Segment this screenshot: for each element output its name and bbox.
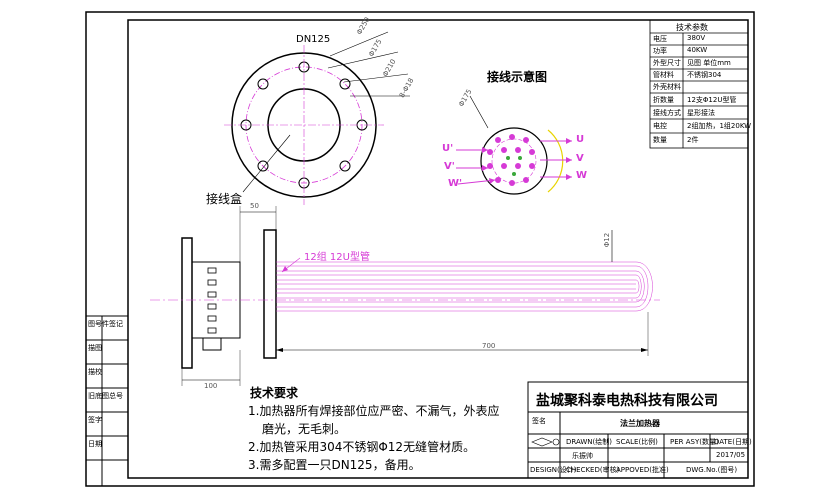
- tech-param-key: 数量: [653, 136, 667, 144]
- tech-param-value: 星形接法: [687, 109, 715, 117]
- tech-param-value: 40KW: [687, 46, 708, 54]
- bolt-hole: [339, 160, 351, 172]
- tech-param-key: 外型尺寸: [653, 59, 681, 67]
- qty-label: PER ASY(数量): [670, 438, 719, 446]
- tech-param-key: 功率: [653, 47, 667, 55]
- bolt-hole: [257, 78, 269, 90]
- company-name: 盐城聚科泰电热科技有限公司: [536, 393, 718, 409]
- label-u: U: [576, 134, 585, 145]
- flange-front-view: [224, 31, 410, 205]
- dwg-label: DWG.No.(图号): [686, 466, 738, 474]
- label-u-prime: U': [442, 143, 454, 154]
- tech-param-value: 380V: [687, 34, 706, 42]
- tech-param-key: 外壳材料: [653, 83, 681, 91]
- left-strip-label: 描图: [88, 344, 102, 352]
- tech-param-value: 见图 单位mm: [687, 59, 731, 67]
- wiring-diagram: [456, 95, 572, 195]
- tech-param-key: 折数量: [653, 96, 674, 104]
- dim-phi12: Φ12: [603, 232, 612, 248]
- dim-700: 700: [482, 342, 496, 350]
- flange-title: DN125: [296, 34, 331, 45]
- label-w: W: [576, 170, 588, 181]
- tech-param-value: 12支Φ12U型管: [687, 96, 737, 104]
- tech-param-key: 管材料: [653, 71, 674, 79]
- requirement-line-1: 1.加热器所有焊接部位应严密、不漏气，外表应: [248, 404, 500, 418]
- left-strip: [86, 315, 128, 486]
- date-value: 2017/05: [716, 451, 746, 459]
- tech-params-header: 技术参数: [676, 23, 708, 32]
- outer-frame: [85, 11, 755, 487]
- terminal-dots: [487, 134, 535, 186]
- inner-frame: [127, 19, 749, 479]
- bolt-hole: [339, 78, 351, 90]
- tech-param-value: 2件: [687, 136, 699, 144]
- sign-label: 签名: [532, 417, 546, 425]
- main-flange-plate: [263, 229, 277, 359]
- drawn-label: DRAWN(绘制): [566, 438, 612, 446]
- approved-label: APPOVED(批准): [616, 466, 669, 474]
- tech-params-table: [649, 19, 749, 149]
- dim-50: 50: [250, 202, 259, 210]
- title-block: [527, 381, 749, 479]
- heating-tubes: [276, 261, 653, 312]
- date-label: DATE(日期): [714, 438, 752, 446]
- requirement-line-4: 3.需多配置一只DN125，备用。: [248, 458, 421, 472]
- side-view: [150, 206, 660, 386]
- product-name: 法兰加热器: [620, 419, 660, 428]
- wiring-title: 接线示意图: [487, 70, 548, 84]
- left-strip-label: 签字: [88, 416, 102, 424]
- tech-param-key: 电控: [653, 122, 667, 130]
- left-strip-label: 描校: [88, 368, 102, 376]
- tube-note: 12组 12U型管: [304, 252, 370, 263]
- requirement-line-2: 磨光，无毛刺。: [262, 422, 347, 436]
- tech-param-key: 电压: [653, 35, 667, 43]
- wiring-flange-circle: [480, 127, 548, 195]
- scale-label: SCALE(比例): [616, 438, 658, 446]
- tech-param-value: 不锈钢304: [687, 71, 722, 79]
- left-strip-label: 旧底图总号: [88, 392, 123, 400]
- dim-100: 100: [204, 382, 218, 390]
- tech-param-value: 2组加热，1组20KW: [687, 122, 752, 130]
- requirement-line-3: 2.加热管采用304不锈钢Φ12无缝管材质。: [248, 440, 476, 454]
- left-strip-label: 日期: [88, 440, 102, 448]
- junction-box-label: 接线盒: [206, 192, 243, 206]
- bolt-hole: [257, 160, 269, 172]
- label-w-prime: W': [448, 178, 463, 189]
- left-strip-label: 图号件签记: [88, 320, 123, 328]
- tech-param-key: 接线方式: [653, 109, 681, 117]
- label-v: V: [576, 153, 584, 164]
- checked-label: CHECKED(审核): [566, 466, 620, 474]
- left-flange-plate: [181, 237, 193, 369]
- label-v-prime: V': [444, 161, 455, 172]
- requirements-title: 技术要求: [250, 386, 299, 400]
- design-label: DESIGN(设计): [530, 466, 577, 474]
- drawn-value: 乐振帅: [572, 452, 593, 460]
